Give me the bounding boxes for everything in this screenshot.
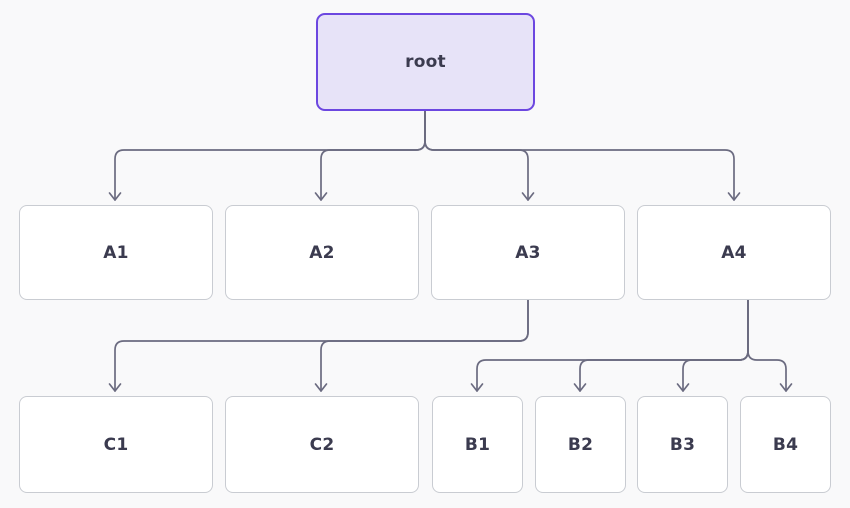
node-C1[interactable]: C1 xyxy=(19,396,213,493)
node-A4[interactable]: A4 xyxy=(637,205,831,300)
node-label-B4: B4 xyxy=(772,434,799,455)
edge-A4-to-B1 xyxy=(476,299,749,392)
node-A3[interactable]: A3 xyxy=(431,205,625,300)
edge-A4-to-B3 xyxy=(682,299,749,392)
edge-root-to-A2 xyxy=(320,110,426,201)
node-root[interactable]: root xyxy=(316,13,535,111)
arrowhead-icon-A1 xyxy=(108,192,122,201)
node-B1[interactable]: B1 xyxy=(432,396,523,493)
node-label-B2: B2 xyxy=(567,434,594,455)
node-A1[interactable]: A1 xyxy=(19,205,213,300)
arrowhead-icon-A2 xyxy=(314,192,328,201)
arrowhead-icon-A3 xyxy=(521,192,535,201)
node-A2[interactable]: A2 xyxy=(225,205,419,300)
arrowhead-icon-C1 xyxy=(108,383,122,392)
arrowhead-icon-B3 xyxy=(676,383,690,392)
node-label-A4: A4 xyxy=(721,242,747,263)
node-label-B1: B1 xyxy=(464,434,491,455)
node-B2[interactable]: B2 xyxy=(535,396,626,493)
node-label-A3: A3 xyxy=(515,242,541,263)
node-C2[interactable]: C2 xyxy=(225,396,419,493)
arrowhead-icon-B4 xyxy=(779,383,793,392)
edge-root-to-A1 xyxy=(114,110,426,201)
node-label-A2: A2 xyxy=(309,242,335,263)
node-label-B3: B3 xyxy=(669,434,696,455)
node-B4[interactable]: B4 xyxy=(740,396,831,493)
node-label-root: root xyxy=(405,52,446,72)
edge-A3-to-C1 xyxy=(114,299,529,392)
arrowhead-icon-A4 xyxy=(727,192,741,201)
node-label-A1: A1 xyxy=(103,242,129,263)
edge-A4-to-B2 xyxy=(579,299,749,392)
edge-A4-to-B4 xyxy=(747,299,787,392)
node-label-C2: C2 xyxy=(309,434,335,455)
arrowhead-icon-C2 xyxy=(314,383,328,392)
edge-root-to-A4 xyxy=(424,110,735,201)
node-B3[interactable]: B3 xyxy=(637,396,728,493)
arrowhead-icon-B2 xyxy=(573,383,587,392)
node-label-C1: C1 xyxy=(103,434,129,455)
edge-root-to-A3 xyxy=(424,110,529,201)
edge-A3-to-C2 xyxy=(320,299,529,392)
arrowhead-icon-B1 xyxy=(470,383,484,392)
